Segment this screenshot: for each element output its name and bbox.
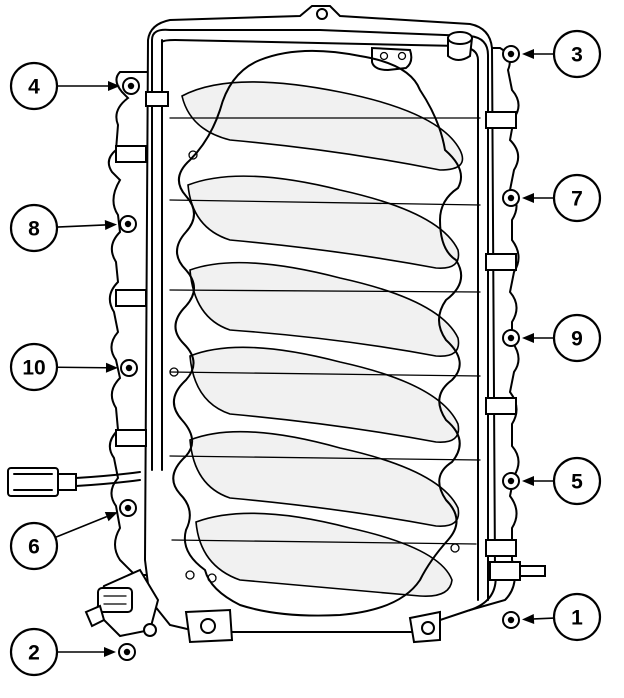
callout-label-8: 8 <box>28 218 40 241</box>
right-sensor <box>489 561 546 581</box>
callout-5: 5 <box>522 456 602 506</box>
callout-circle-9 <box>552 313 602 363</box>
bolt-5 <box>502 472 520 490</box>
callout-1: 1 <box>521 592 602 642</box>
harness-connector <box>7 467 141 497</box>
callout-circle-2 <box>9 627 59 677</box>
callout-10: 10 <box>9 342 119 392</box>
rail-clip <box>145 91 169 107</box>
runner-3 <box>189 261 460 357</box>
runner-6 <box>195 512 453 597</box>
bolt-8 <box>119 215 137 233</box>
bolt-6 <box>119 499 137 517</box>
leader-arrow-6 <box>104 511 118 522</box>
leader-arrow-1 <box>521 613 535 624</box>
injector-connectors-left <box>115 145 147 447</box>
callout-label-6: 6 <box>28 536 40 559</box>
manifold-ribs <box>169 117 481 545</box>
bottom-bracket <box>184 608 441 644</box>
callout-label-7: 7 <box>571 188 583 211</box>
bolt-7 <box>502 189 520 207</box>
callout-label-10: 10 <box>22 357 45 380</box>
callout-label-9: 9 <box>571 328 583 351</box>
callout-group: 1 2 3 4 5 6 7 8 9 10 <box>9 29 602 677</box>
callout-circle-8 <box>9 203 59 253</box>
runner-1 <box>181 81 464 171</box>
callout-label-1: 1 <box>571 607 583 630</box>
bottom-left-sensor <box>84 568 160 638</box>
callout-circle-1 <box>552 592 602 642</box>
leader-arrow-9 <box>522 333 534 343</box>
leader-line-10 <box>56 366 107 369</box>
callout-label-5: 5 <box>571 471 583 494</box>
leader-arrow-7 <box>522 193 534 203</box>
top-bracket-hole-a <box>379 51 389 61</box>
inner-gasket <box>172 49 463 617</box>
flange-holes <box>169 150 460 583</box>
callout-circle-5 <box>552 456 602 506</box>
callout-circle-10 <box>9 342 59 392</box>
callout-circle-3 <box>552 29 602 79</box>
leader-line-8 <box>56 224 106 228</box>
callout-6: 6 <box>9 511 118 571</box>
bolt-group <box>118 45 520 661</box>
intake-manifold <box>7 5 546 644</box>
top-right-fitting-cap <box>447 31 473 45</box>
callout-label-2: 2 <box>28 642 40 665</box>
top-tab-hole <box>316 8 328 20</box>
callout-4: 4 <box>9 61 120 111</box>
leader-arrow-2 <box>104 647 116 657</box>
runner-2 <box>187 175 460 269</box>
bolt-9 <box>502 329 520 347</box>
bolt-2 <box>118 643 136 661</box>
leader-line-6 <box>55 515 107 539</box>
bolt-4 <box>122 77 140 95</box>
injector-connectors-right <box>485 111 517 557</box>
runner-4 <box>189 346 460 443</box>
callout-circle-7 <box>552 173 602 223</box>
callout-8: 8 <box>9 203 118 253</box>
bolt-3 <box>502 45 520 63</box>
callout-label-4: 4 <box>28 76 40 99</box>
leader-arrow-3 <box>522 49 534 59</box>
intake-runners <box>181 81 464 597</box>
callout-9: 9 <box>522 313 602 363</box>
leader-arrow-4 <box>108 81 120 91</box>
callout-label-3: 3 <box>571 44 583 67</box>
callout-circle-4 <box>9 61 59 111</box>
left-rail <box>151 39 163 471</box>
callout-3: 3 <box>522 29 602 79</box>
bolt-1 <box>502 611 520 629</box>
callout-circle-6 <box>9 521 59 571</box>
callout-2: 2 <box>9 627 116 677</box>
callout-7: 7 <box>522 173 602 223</box>
leader-arrow-10 <box>105 362 119 373</box>
leader-arrow-5 <box>522 476 534 486</box>
leader-arrow-8 <box>104 219 118 230</box>
bolt-10 <box>120 359 138 377</box>
top-bracket-hole-b <box>397 51 407 61</box>
leader-line-1 <box>533 617 555 620</box>
